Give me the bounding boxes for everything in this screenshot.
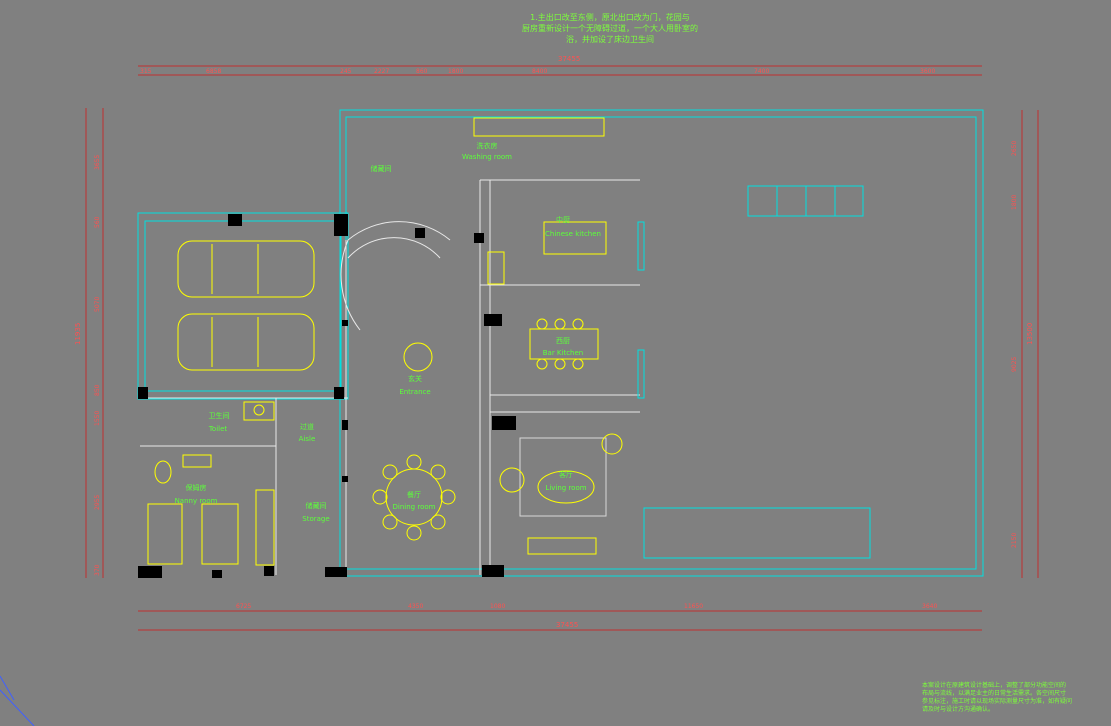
storage-label-cn: 储藏间 — [306, 501, 327, 510]
top-dim-segment: 1800 — [448, 68, 463, 75]
left-dim-segment: 3655 — [94, 155, 101, 170]
foyer-round-table — [403, 342, 433, 372]
right-dimension-chain — [1021, 110, 1039, 578]
bar-label-cn: 西厨 — [556, 337, 570, 345]
dining-set — [372, 454, 456, 541]
bar-label-en: Bar Kitchen — [543, 349, 584, 357]
br-note-line-1: 本案设计在原建筑设计基础上，调整了部分功能空间的 — [922, 682, 1067, 689]
kitchen-label-en: Chinese kitchen — [545, 230, 601, 238]
foyer-label-en: Entrance — [399, 388, 430, 396]
top-dim-segment: 860 — [416, 68, 428, 75]
car-2 — [177, 313, 315, 371]
living-label-cn: 客厅 — [559, 470, 573, 479]
aisle-label-en: Aisle — [299, 435, 316, 443]
top-dim-segment: 7400 — [754, 68, 769, 75]
bottom-dimension-chain — [138, 610, 982, 631]
top-dim-segment: 315 — [140, 68, 152, 75]
bottom-dim-segment: 4350 — [408, 603, 423, 610]
toilet-fixtures — [154, 401, 275, 484]
garage — [137, 212, 349, 400]
nanny-beds — [147, 489, 275, 566]
bottom-dim-segment: 6725 — [236, 603, 251, 610]
cyan-windows — [637, 185, 871, 559]
toilet-label-en: Toilet — [208, 425, 228, 433]
left-total-dim: 11935 — [74, 323, 82, 345]
storage-top-label: 储藏间 — [371, 164, 392, 173]
br-note-line-2: 布局与流线，以满足业主的日常生活需求。各空间尺寸 — [922, 690, 1067, 697]
right-dim-segment: 2650 — [1011, 141, 1018, 156]
kitchen-counters — [473, 117, 607, 360]
aisle-label-cn: 过道 — [300, 422, 314, 431]
right-total-dim: 13500 — [1026, 323, 1034, 345]
living-furniture — [499, 433, 623, 555]
br-note-line-4: 请及时与设计方沟通确认。 — [922, 706, 995, 713]
nanny-label-en: Nanny room — [175, 497, 218, 505]
dining-label-cn: 餐厅 — [407, 490, 421, 499]
top-total-dim: 37455 — [558, 55, 580, 63]
site-boundary — [339, 109, 984, 577]
spiral-stair — [340, 221, 451, 331]
car-1 — [177, 240, 315, 298]
laundry-label-cn: 洗衣房 — [477, 141, 498, 150]
bottom-dim-segment: 11650 — [684, 603, 703, 610]
bottom-dim-segment: 1080 — [490, 603, 505, 610]
left-dim-segment: 5070 — [94, 297, 101, 312]
bar-stools — [536, 318, 584, 370]
left-dim-segment: 850 — [94, 384, 101, 396]
columns — [138, 214, 516, 578]
nanny-label-cn: 保姆房 — [186, 483, 207, 492]
top-dim-segment: 245 — [340, 68, 352, 75]
left-dim-segment: 2955 — [94, 495, 101, 510]
bottom-total-dim: 37455 — [556, 621, 578, 629]
top-dim-segment: 3600 — [920, 68, 935, 75]
toilet-label-cn: 卫生间 — [209, 411, 230, 420]
left-dimension-chain — [85, 108, 104, 578]
top-dim-segment: 2227 — [374, 68, 389, 75]
top-dim-segment: 6858 — [206, 68, 221, 75]
top-note-line-3: 浴，并加设了床边卫生间 — [566, 35, 654, 44]
top-note-line-1: 1.主出口改至东侧，原北出口改为门，花园与 — [530, 13, 690, 22]
storage-label-en: Storage — [302, 515, 329, 523]
br-note-line-3: 参见标注，施工时请以现场实际测量尺寸为准，如有疑问 — [922, 698, 1073, 705]
bottom-dim-segment: 3640 — [922, 603, 937, 610]
left-dim-segment: 560 — [94, 216, 101, 228]
left-dim-segment: 370 — [94, 564, 101, 576]
right-dim-segment: 9025 — [1011, 357, 1018, 372]
kitchen-label-cn: 中厨 — [556, 215, 570, 224]
dining-label-en: Dining room — [393, 503, 436, 511]
left-dim-segment: 1550 — [94, 411, 101, 426]
top-dimension-chain — [138, 65, 982, 76]
foyer-label-cn: 玄关 — [408, 374, 422, 383]
bottom-right-note: 本案设计在原建筑设计基础上，调整了部分功能空间的 布局与流线，以满足业主的日常生… — [922, 682, 1102, 714]
top-note: 1.主出口改至东侧，原北出口改为门，花园与 厨房重新设计一个无障碍过道，一个大人… — [490, 12, 730, 45]
interior-walls — [138, 179, 640, 575]
ucs-icon — [0, 675, 35, 726]
laundry-label-en: Washing room — [462, 153, 512, 161]
right-dim-segment: 2150 — [1011, 533, 1018, 548]
living-label-en: Living room — [545, 484, 586, 492]
top-dim-segment: 8400 — [532, 68, 547, 75]
right-dim-segment: 1800 — [1011, 195, 1018, 210]
top-note-line-2: 厨房重新设计一个无障碍过道，一个大人用卧室的 — [522, 24, 698, 33]
